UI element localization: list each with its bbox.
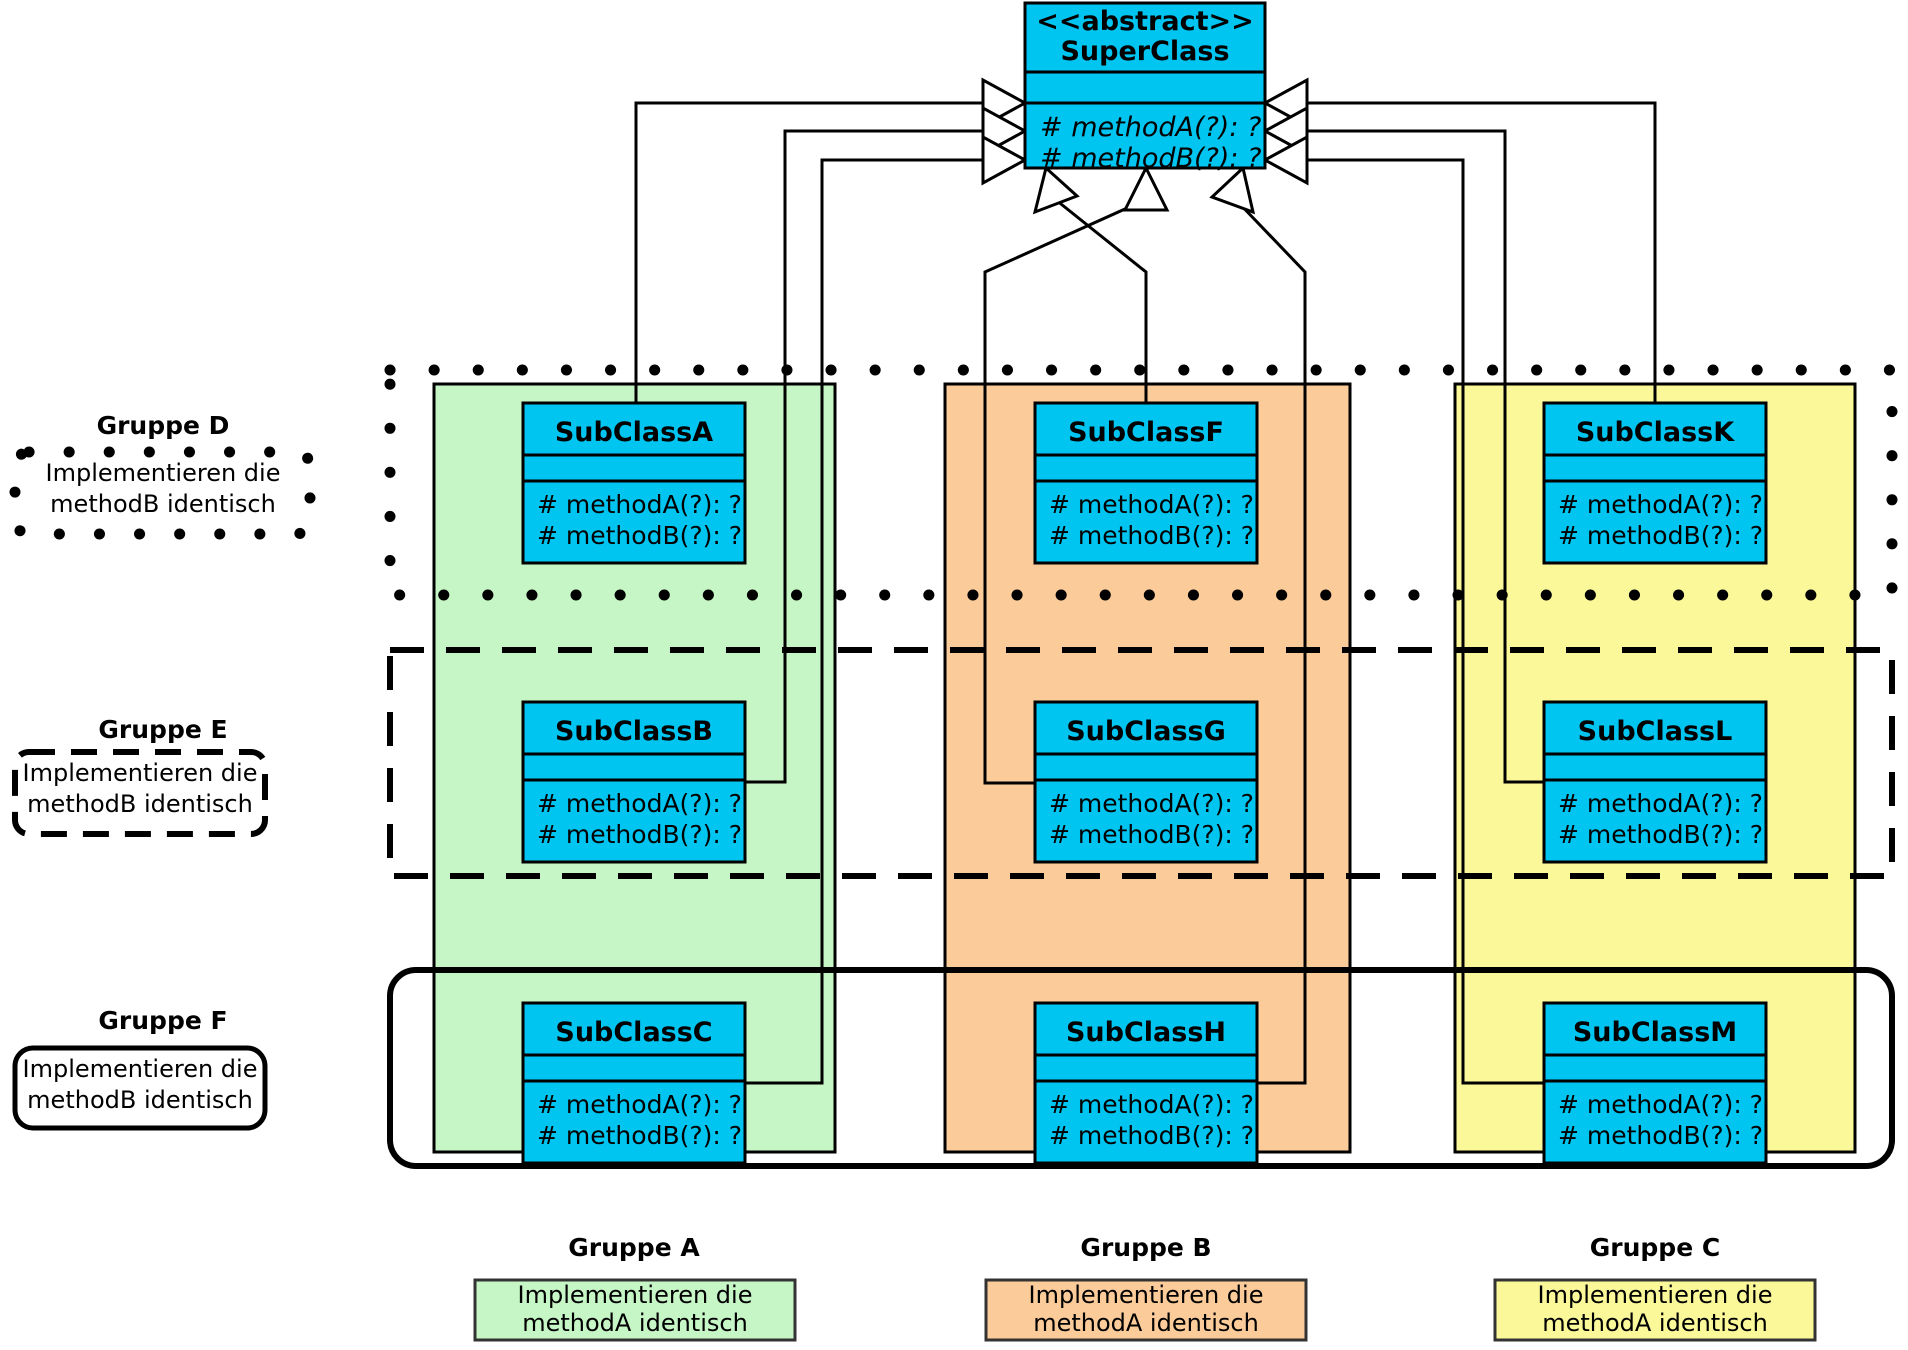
- legend-gruppe-a-title: Gruppe A: [568, 1233, 700, 1262]
- legend-gruppe-a-line1: Implementieren die: [518, 1281, 753, 1309]
- subclassg-name: SubClassG: [1066, 716, 1226, 747]
- row-band-d: [384, 364, 1898, 601]
- legend-gruppe-a[interactable]: Gruppe A Implementieren die methodA iden…: [473, 1233, 797, 1342]
- subclassc-name: SubClassC: [555, 1017, 712, 1048]
- subclassc-methodb: # methodB(?): ?: [537, 1121, 742, 1150]
- generalization-arrowhead-bottom-2: [1122, 164, 1170, 212]
- subclassl-methodb: # methodB(?): ?: [1558, 820, 1763, 849]
- subclassa-frame: [521, 401, 747, 565]
- class-box-subclassb[interactable]: SubClassB # methodA(?): ? # methodB(?): …: [521, 700, 747, 864]
- class-box-subclassl[interactable]: SubClassL # methodA(?): ? # methodB(?): …: [1542, 700, 1768, 864]
- legend-gruppe-d-line1: Implementieren die: [46, 459, 281, 487]
- subclassb-methoda: # methodA(?): ?: [537, 789, 742, 818]
- class-box-subclassg[interactable]: SubClassG # methodA(?): ? # methodB(?): …: [1033, 700, 1259, 864]
- generalization-arrowhead-bottom-1: [1032, 165, 1080, 215]
- class-box-superclass[interactable]: <<abstract>> SuperClass # methodA(?): ? …: [1023, 1, 1267, 174]
- superclass-frame: [1023, 1, 1267, 170]
- legend-gruppe-f[interactable]: Gruppe F Implementieren die methodB iden…: [12, 1006, 268, 1131]
- subclassm-methodb: # methodB(?): ?: [1558, 1121, 1763, 1150]
- legend-gruppe-b-title: Gruppe B: [1080, 1233, 1211, 1262]
- legend-gruppe-b[interactable]: Gruppe B Implementieren die methodA iden…: [984, 1233, 1308, 1342]
- subclassm-frame: [1542, 1001, 1768, 1165]
- class-box-subclassh[interactable]: SubClassH # methodA(?): ? # methodB(?): …: [1033, 1001, 1259, 1165]
- subclassa-name: SubClassA: [555, 417, 713, 448]
- superclass-name: SuperClass: [1060, 36, 1229, 67]
- legend-gruppe-a-line2: methodA identisch: [522, 1309, 748, 1337]
- row-band-f: [387, 967, 1895, 1169]
- legend-gruppe-e-line1: Implementieren die: [23, 759, 258, 787]
- subclassg-methoda: # methodA(?): ?: [1049, 789, 1254, 818]
- subclassf-frame: [1033, 401, 1259, 565]
- subclassk-methoda: # methodA(?): ?: [1558, 490, 1763, 519]
- class-box-subclassc[interactable]: SubClassC # methodA(?): ? # methodB(?): …: [521, 1001, 747, 1165]
- subclassg-frame: [1033, 700, 1259, 864]
- subclassb-name: SubClassB: [555, 716, 713, 747]
- legend-gruppe-c[interactable]: Gruppe C Implementieren die methodA iden…: [1493, 1233, 1817, 1342]
- subclassb-methodb: # methodB(?): ?: [537, 820, 742, 849]
- subclassl-name: SubClassL: [1578, 716, 1733, 747]
- edge-subclassh-superclass: [1234, 198, 1307, 1085]
- edge-subclassb-superclass: [745, 129, 1013, 784]
- legend-gruppe-f-line1: Implementieren die: [23, 1055, 258, 1083]
- subclassl-methoda: # methodA(?): ?: [1558, 789, 1763, 818]
- subclassc-methoda: # methodA(?): ?: [537, 1090, 742, 1119]
- subclassm-methoda: # methodA(?): ?: [1558, 1090, 1763, 1119]
- legend-gruppe-f-title: Gruppe F: [98, 1006, 227, 1035]
- legend-gruppe-d-line2: methodB identisch: [50, 490, 276, 518]
- subclassf-methoda: # methodA(?): ?: [1049, 490, 1254, 519]
- generalization-arrowhead-bottom-3: [1209, 165, 1256, 215]
- legend-gruppe-d[interactable]: Gruppe D Implementieren die methodB iden…: [9, 411, 316, 540]
- subclassa-methodb: # methodB(?): ?: [537, 521, 742, 550]
- subclassh-methoda: # methodA(?): ?: [1049, 1090, 1254, 1119]
- subclassl-frame: [1542, 700, 1768, 864]
- generalization-arrowhead-left-3: [981, 134, 1029, 186]
- edge-subclassl-superclass: [1277, 129, 1551, 784]
- subclassa-methoda: # methodA(?): ?: [537, 490, 742, 519]
- subclassf-methodb: # methodB(?): ?: [1049, 521, 1254, 550]
- subclassk-frame: [1542, 401, 1768, 565]
- legend-gruppe-d-title: Gruppe D: [97, 411, 230, 440]
- subclassh-methodb: # methodB(?): ?: [1049, 1121, 1254, 1150]
- superclass-methodb: # methodB(?): ?: [1040, 143, 1261, 174]
- superclass-stereotype: <<abstract>>: [1036, 6, 1253, 37]
- generalization-arrowhead-right-3: [1261, 134, 1309, 186]
- subclassf-name: SubClassF: [1068, 417, 1224, 448]
- subclassb-frame: [521, 700, 747, 864]
- subclassk-name: SubClassK: [1576, 417, 1735, 448]
- subclassm-name: SubClassM: [1573, 1017, 1737, 1048]
- legend-gruppe-e-box: [12, 749, 268, 837]
- subclassg-methodb: # methodB(?): ?: [1049, 820, 1254, 849]
- edge-subclassa-superclass: [634, 101, 1013, 403]
- legend-gruppe-a-box: [473, 1278, 797, 1342]
- edge-subclassm-superclass: [1277, 158, 1551, 1085]
- legend-gruppe-e-line2: methodB identisch: [27, 790, 253, 818]
- legend-gruppe-c-title: Gruppe C: [1590, 1233, 1720, 1262]
- subclassk-methodb: # methodB(?): ?: [1558, 521, 1763, 550]
- legend-gruppe-b-line1: Implementieren die: [1029, 1281, 1264, 1309]
- row-band-e: [387, 647, 1895, 879]
- edge-subclassf-superclass: [1055, 198, 1148, 403]
- legend-gruppe-c-line1: Implementieren die: [1538, 1281, 1773, 1309]
- legend-gruppe-c-line2: methodA identisch: [1542, 1309, 1768, 1337]
- legend-gruppe-f-box: [12, 1045, 268, 1131]
- legend-gruppe-c-box: [1493, 1278, 1817, 1342]
- edge-subclassc-superclass: [745, 158, 1013, 1085]
- legend-gruppe-e[interactable]: Gruppe E Implementieren die methodB iden…: [12, 715, 268, 837]
- class-box-subclassk[interactable]: SubClassK # methodA(?): ? # methodB(?): …: [1542, 401, 1768, 565]
- class-box-subclassm[interactable]: SubClassM # methodA(?): ? # methodB(?): …: [1542, 1001, 1768, 1165]
- edge-subclassk-superclass: [1277, 101, 1657, 403]
- superclass-methoda: # methodA(?): ?: [1040, 112, 1261, 143]
- edge-subclassg-superclass: [983, 198, 1146, 785]
- legend-gruppe-b-box: [984, 1278, 1308, 1342]
- class-box-subclassf[interactable]: SubClassF # methodA(?): ? # methodB(?): …: [1033, 401, 1259, 565]
- legend-gruppe-b-line2: methodA identisch: [1033, 1309, 1259, 1337]
- subclassc-frame: [521, 1001, 747, 1165]
- subclassh-frame: [1033, 1001, 1259, 1165]
- subclassh-name: SubClassH: [1066, 1017, 1226, 1048]
- legend-gruppe-f-line2: methodB identisch: [27, 1086, 253, 1114]
- legend-gruppe-e-title: Gruppe E: [98, 715, 227, 744]
- class-box-subclassa[interactable]: SubClassA # methodA(?): ? # methodB(?): …: [521, 401, 747, 565]
- legend-gruppe-d-box: [9, 446, 316, 540]
